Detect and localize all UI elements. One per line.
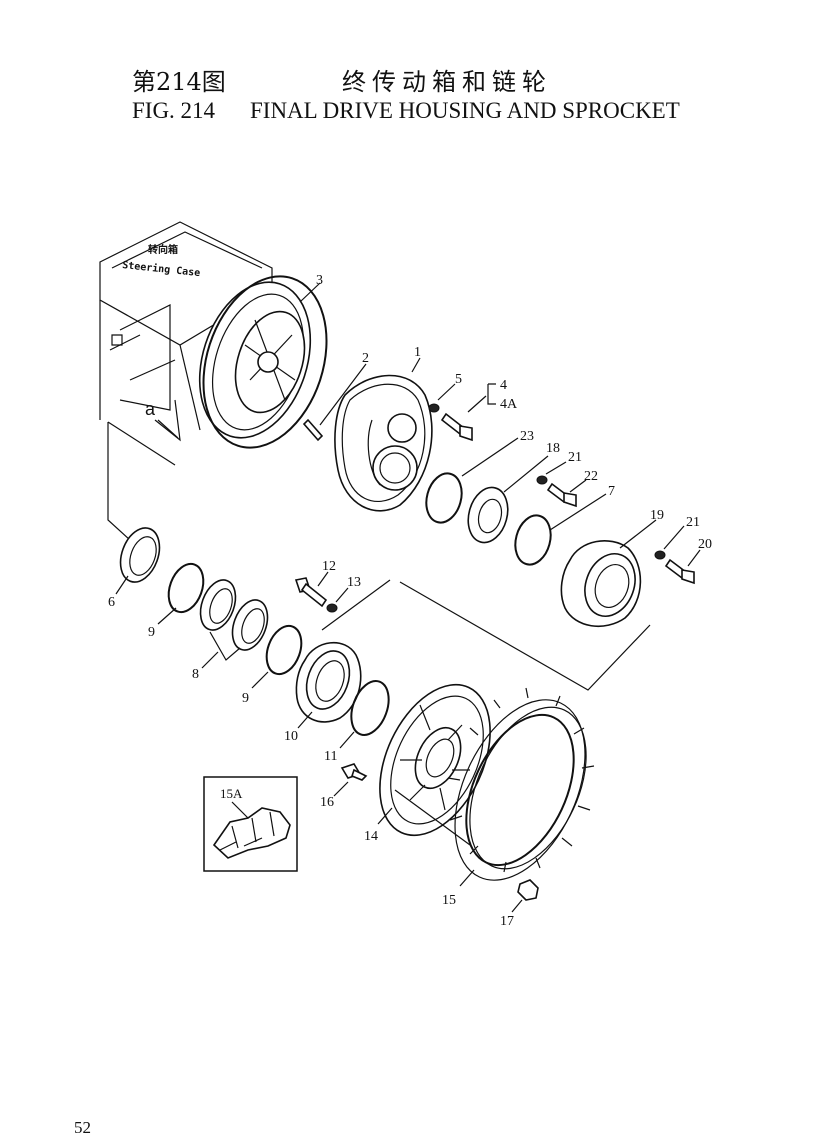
figure-title-en: FINAL DRIVE HOUSING AND SPROCKET bbox=[250, 98, 680, 123]
callout-19: 19 bbox=[650, 508, 664, 523]
figure-title-cn: 终传动箱和链轮 bbox=[342, 68, 552, 96]
sprocket-segments-15: 15 bbox=[442, 687, 595, 908]
callout-18: 18 bbox=[546, 441, 560, 456]
callout-16: 16 bbox=[320, 795, 334, 810]
callout-11: 11 bbox=[324, 749, 337, 764]
sprocket-hub-14: 14 bbox=[364, 683, 491, 846]
bolt-20-and-washer-21: 21 20 bbox=[654, 515, 712, 585]
callout-6: 6 bbox=[108, 595, 115, 610]
o-ring-7: 7 bbox=[514, 484, 615, 566]
callout-10: 10 bbox=[284, 729, 298, 744]
callout-8: 8 bbox=[192, 667, 199, 682]
hub-10: 10 bbox=[284, 641, 362, 744]
bolt-12-and-washer-13: 12 13 bbox=[294, 559, 361, 613]
callout-20: 20 bbox=[698, 537, 712, 552]
plug-16: 16 bbox=[320, 763, 368, 810]
retainer-18: 18 bbox=[467, 441, 560, 544]
page-number: 52 bbox=[74, 1118, 91, 1137]
reference-a-label: a bbox=[145, 399, 156, 419]
nut-17: 17 bbox=[500, 879, 539, 929]
seals-8: 8 bbox=[192, 579, 269, 682]
o-ring-23: 23 bbox=[425, 429, 534, 524]
assembly-reference-lines bbox=[107, 421, 651, 691]
o-ring-9-upper: 9 bbox=[148, 562, 205, 640]
callout-12: 12 bbox=[322, 559, 336, 574]
title-english: FIG. 214 FINAL DRIVE HOUSING AND SPROCKE… bbox=[132, 98, 680, 124]
callout-15: 15 bbox=[442, 893, 456, 908]
callout-1: 1 bbox=[414, 345, 421, 360]
callout-22: 22 bbox=[584, 469, 598, 484]
inset-15a-box: 15A bbox=[203, 776, 298, 872]
callout-9-upper: 9 bbox=[148, 625, 155, 640]
callout-9-lower: 9 bbox=[242, 691, 249, 706]
callout-21-lower: 21 bbox=[686, 515, 700, 530]
callout-5: 5 bbox=[455, 372, 462, 387]
steering-case-label-cn: 转向箱 bbox=[148, 243, 178, 256]
callout-4a: 4A bbox=[500, 397, 518, 412]
cover-19: 19 bbox=[560, 508, 664, 627]
final-drive-housing-1: 1 bbox=[334, 345, 433, 512]
dowel-pin-2: 2 bbox=[302, 351, 369, 442]
gasket-3: 3 bbox=[202, 273, 328, 449]
callout-21-upper: 21 bbox=[568, 450, 582, 465]
callout-15a: 15A bbox=[220, 786, 243, 801]
callout-13: 13 bbox=[347, 575, 361, 590]
steering-case-label-en: Steering Case bbox=[122, 259, 201, 279]
callout-7: 7 bbox=[608, 484, 615, 499]
steering-case-drawing: 转向箱 Steering Case a bbox=[99, 221, 312, 442]
bolt-4-and-washer-5: 5 4 4A bbox=[428, 372, 518, 442]
callout-23: 23 bbox=[520, 429, 534, 444]
callout-14: 14 bbox=[364, 829, 378, 844]
bolt-22-and-washer-21: 21 22 bbox=[536, 450, 598, 508]
seal-6: 6 bbox=[108, 527, 161, 610]
callout-3: 3 bbox=[316, 273, 323, 288]
callout-2: 2 bbox=[362, 351, 369, 366]
figure-number-en: FIG. 214 bbox=[132, 98, 216, 123]
o-ring-9-lower: 9 bbox=[242, 624, 303, 706]
figure-number-cn: 第214图 bbox=[132, 68, 226, 96]
callout-17: 17 bbox=[500, 914, 514, 929]
callout-4: 4 bbox=[500, 378, 507, 393]
o-ring-11: 11 bbox=[324, 680, 390, 764]
